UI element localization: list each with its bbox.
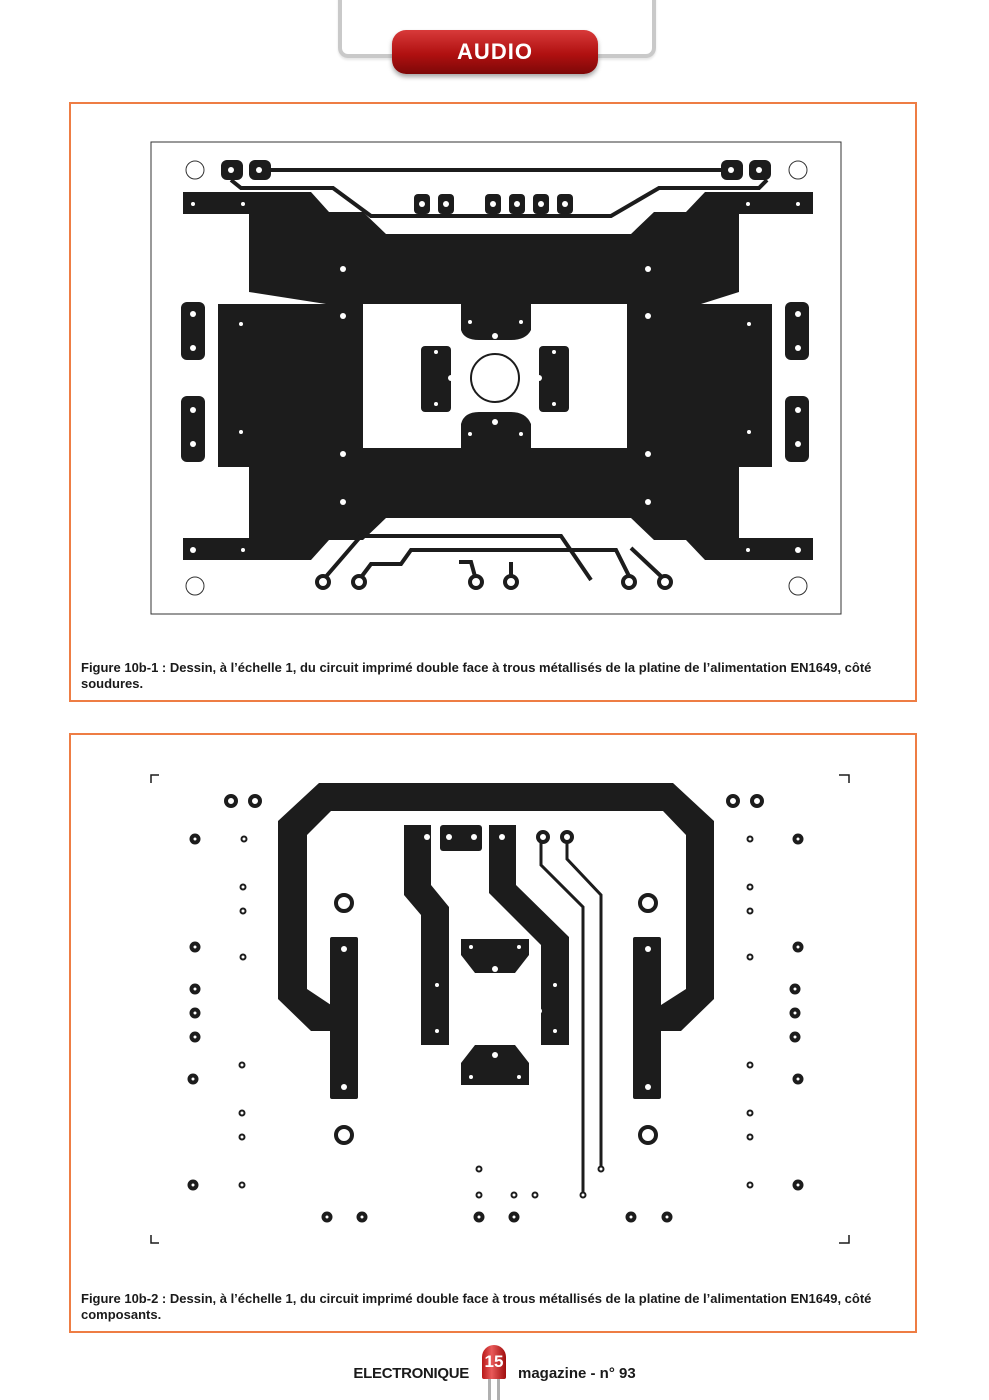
led-page-number: 15 <box>480 1345 510 1400</box>
section-badge: AUDIO <box>392 30 598 74</box>
issue-number: magazine - n° 93 <box>518 1365 636 1382</box>
figure-label: Figure 10b-2 : <box>81 1291 167 1306</box>
figure-caption: Figure 10b-2 : Dessin, à l’échelle 1, du… <box>81 1291 907 1323</box>
page-number: 15 <box>482 1345 506 1379</box>
pcb-component-side-drawing <box>150 774 850 1244</box>
figure-label: Figure 10b-1 : <box>81 660 167 675</box>
pcb-solder-side-drawing <box>150 141 842 615</box>
figure-10b-2: Figure 10b-2 : Dessin, à l’échelle 1, du… <box>69 733 917 1333</box>
led-leg-icon <box>488 1379 491 1400</box>
led-leg-icon <box>497 1379 500 1400</box>
figure-caption-text: Dessin, à l’échelle 1, du circuit imprim… <box>81 660 872 691</box>
figure-caption: Figure 10b-1 : Dessin, à l’échelle 1, du… <box>81 660 907 692</box>
page-footer: ELECTRONIQUE 15 magazine - n° 93 <box>0 1345 989 1400</box>
figure-10b-1: Figure 10b-1 : Dessin, à l’échelle 1, du… <box>69 102 917 702</box>
figure-caption-text: Dessin, à l’échelle 1, du circuit imprim… <box>81 1291 872 1322</box>
magazine-name: ELECTRONIQUE <box>353 1365 469 1382</box>
